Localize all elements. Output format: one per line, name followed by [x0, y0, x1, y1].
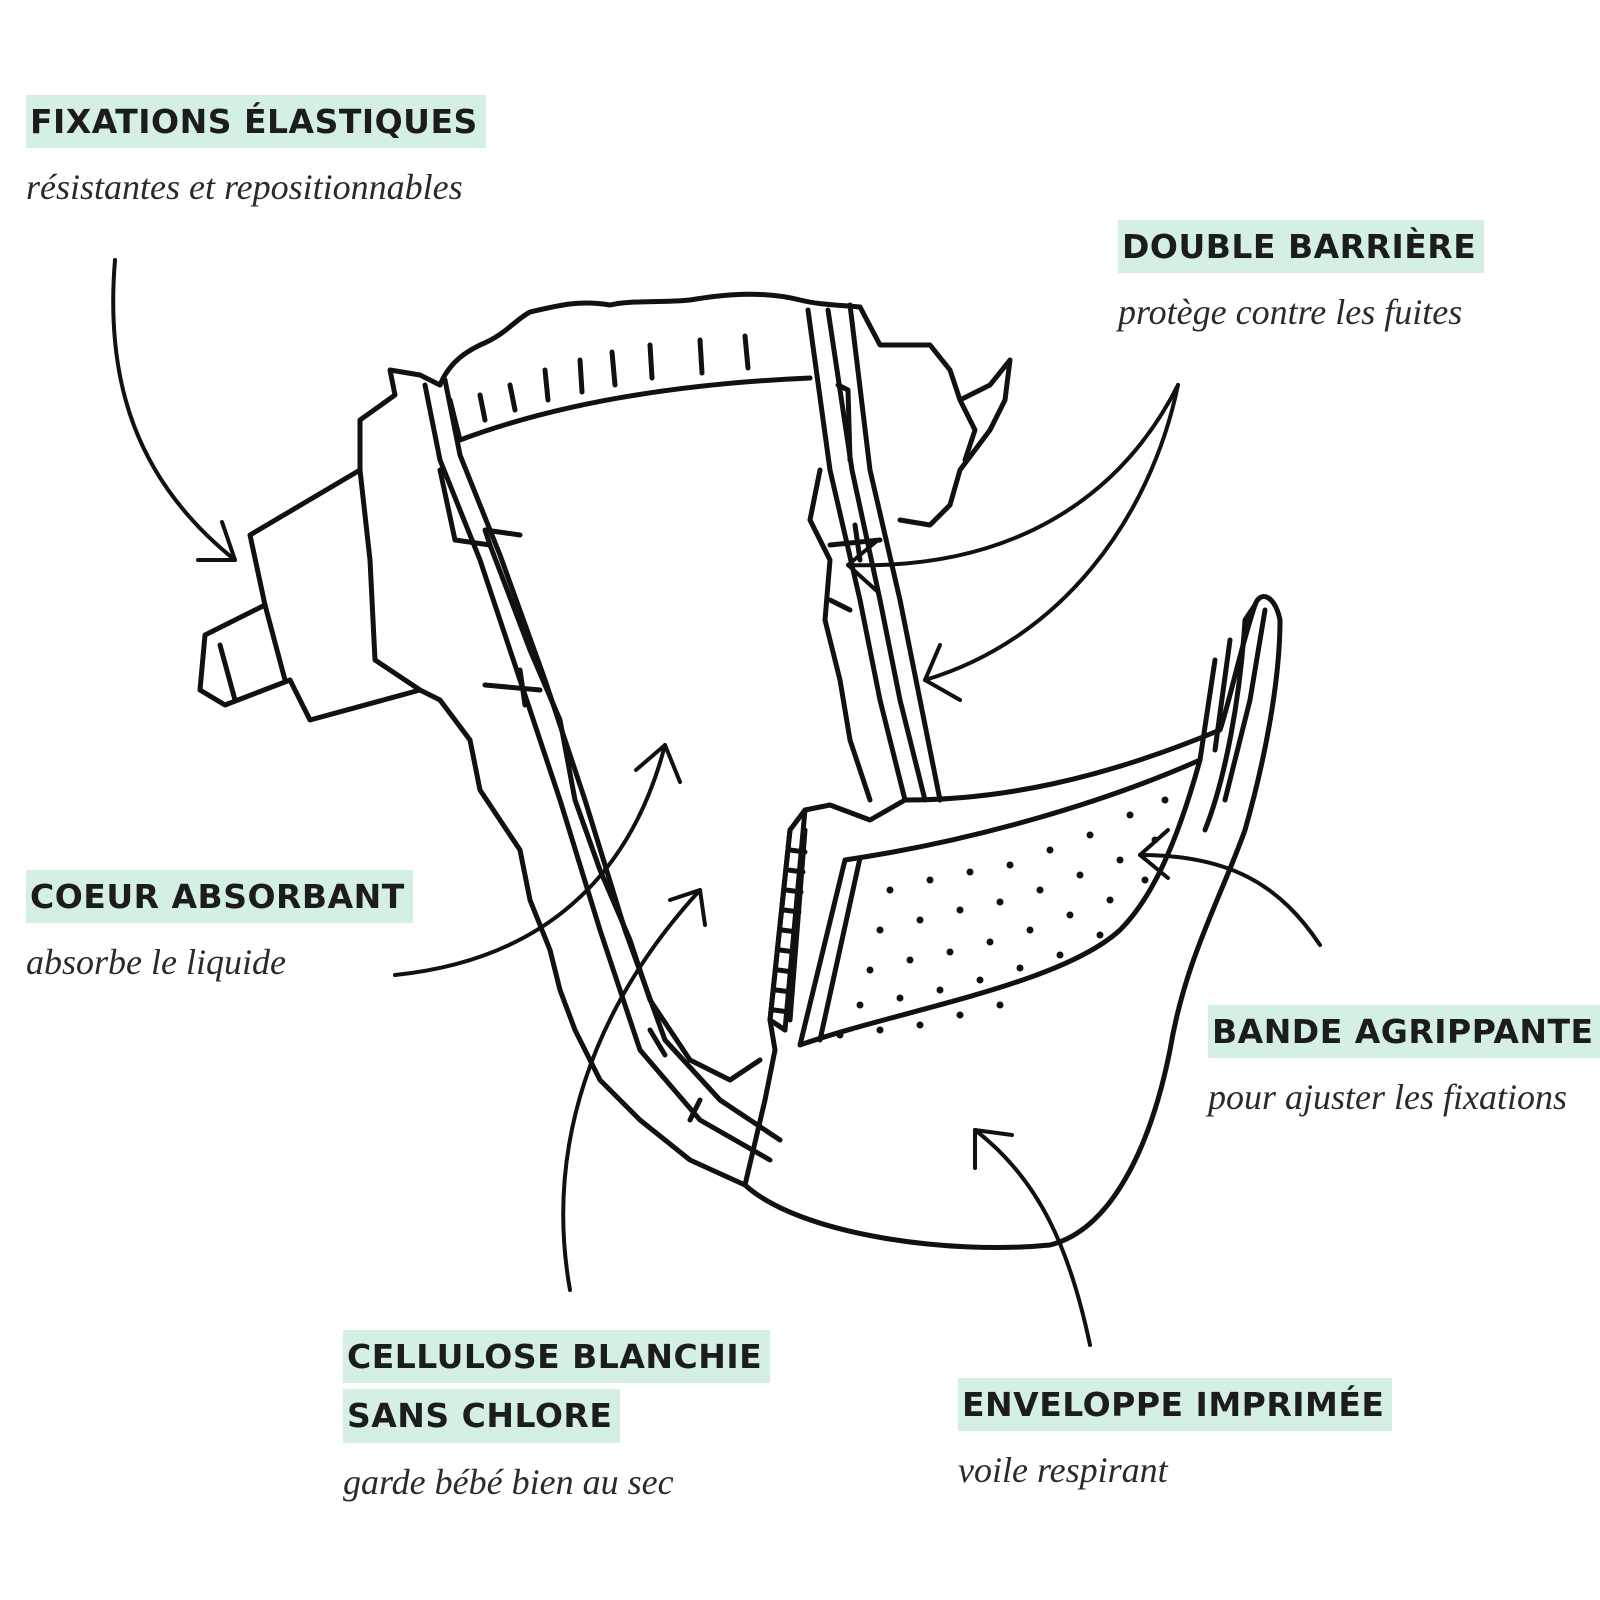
arrow-double-barriere-top [846, 383, 1180, 594]
label-enveloppe: ENVELOPPE IMPRIMÉE voile respirant [958, 1378, 1393, 1491]
arrow-bande [1138, 828, 1322, 947]
coeur-subtitle: absorbe le liquide [26, 942, 286, 983]
label-bande: BANDE AGRIPPANTE pour ajuster les fixati… [1208, 1005, 1600, 1118]
arrow-enveloppe [973, 1128, 1092, 1347]
label-fixations: FIXATIONS ÉLASTIQUES résistantes et repo… [26, 95, 486, 208]
enveloppe-title: ENVELOPPE IMPRIMÉE [958, 1378, 1393, 1432]
fastening-tab-right [857, 304, 1013, 528]
bande-subtitle: pour ajuster les fixations [1208, 1077, 1567, 1118]
label-cellulose: CELLULOSE BLANCHIE SANS CHLORE garde béb… [343, 1330, 771, 1503]
arrow-coeur [393, 743, 682, 977]
label-coeur: COEUR ABSORBANT absorbe le liquide [26, 870, 413, 983]
fastening-tab-left [197, 467, 423, 723]
fixations-subtitle: résistantes et repositionnables [26, 167, 463, 208]
leg-barrier-right [805, 302, 943, 803]
arrow-cellulose [561, 888, 707, 1292]
bande-title: BANDE AGRIPPANTE [1208, 1005, 1600, 1059]
enveloppe-subtitle: voile respirant [958, 1450, 1168, 1491]
cellulose-title-line1: CELLULOSE BLANCHIE [343, 1330, 771, 1384]
label-double-barriere: DOUBLE BARRIÈRE protège contre les fuite… [1118, 220, 1485, 333]
callout-arrows [111, 258, 1322, 1347]
arrow-double-barriere-bottom [923, 383, 1180, 702]
waistband-back [357, 291, 863, 1188]
velcro-dots [836, 796, 1169, 1039]
cellulose-subtitle: garde bébé bien au sec [343, 1461, 674, 1502]
coeur-title: COEUR ABSORBANT [26, 870, 413, 924]
double-barriere-subtitle: protège contre les fuites [1118, 292, 1463, 333]
arrow-fixations [111, 258, 237, 562]
cellulose-title-line2: SANS CHLORE [343, 1389, 621, 1443]
leg-barrier-left [422, 377, 783, 1163]
front-panel [742, 594, 1283, 1250]
fixations-title: FIXATIONS ÉLASTIQUES [26, 95, 486, 149]
double-barriere-title: DOUBLE BARRIÈRE [1118, 220, 1485, 274]
